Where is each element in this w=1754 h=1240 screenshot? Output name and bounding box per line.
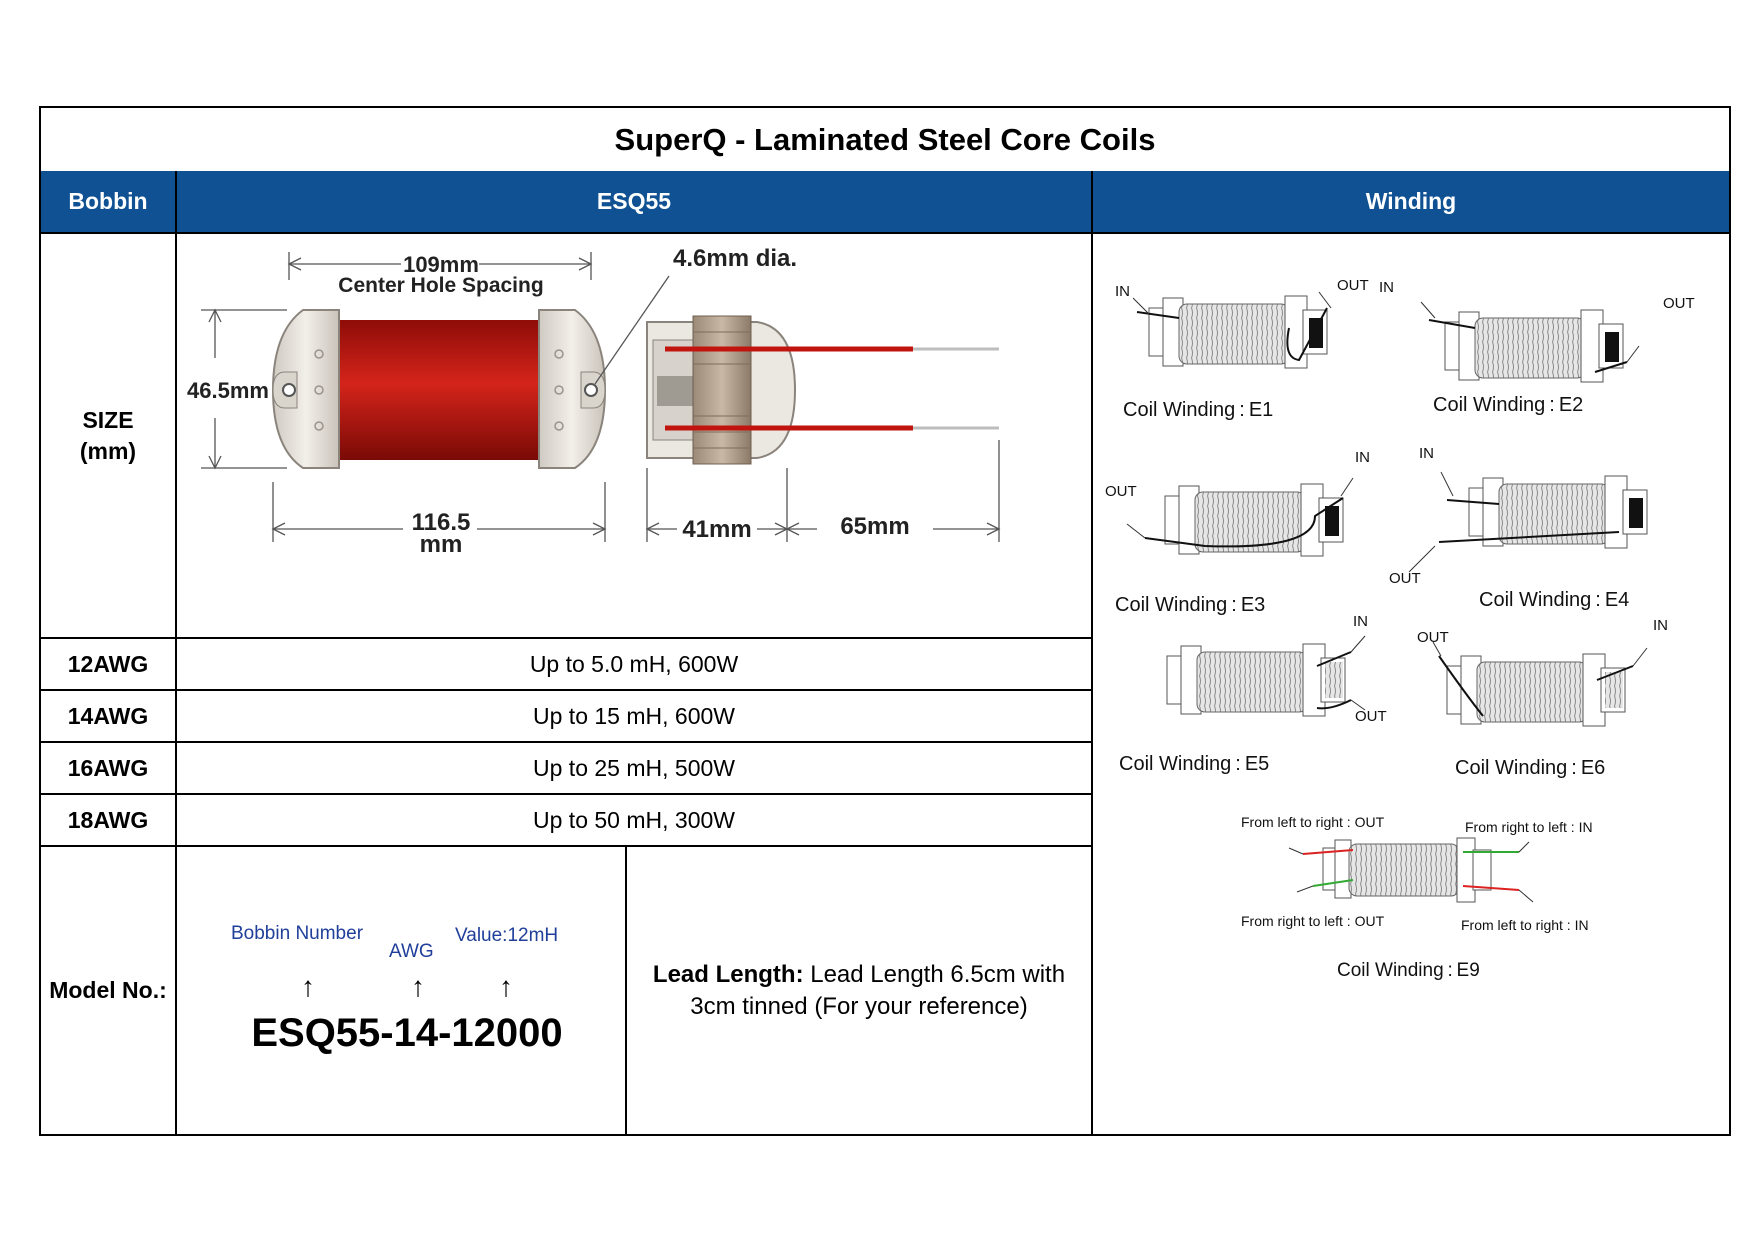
dim-lead: 65mm: [840, 513, 909, 540]
header-model: ESQ55: [177, 171, 1091, 234]
arrow-up-icon: ↑: [301, 971, 315, 1002]
header-winding: Winding: [1093, 171, 1729, 234]
awg-spec: Up to 15 mH, 600W: [533, 702, 735, 729]
spec-sheet: SuperQ - Laminated Steel Core Coils Bobb…: [39, 106, 1731, 1136]
side-view-laminations: [692, 315, 752, 465]
awg-spec: Up to 5.0 mH, 600W: [529, 650, 739, 677]
grid-line: [41, 845, 1091, 847]
e3-in-label: IN: [1355, 449, 1370, 466]
model-label: Model No.:: [49, 977, 167, 1003]
arrow-up-icon: ↑: [411, 971, 425, 1002]
awg-label: 14AWG: [67, 702, 149, 729]
size-label: SIZE (mm): [41, 234, 175, 637]
winding-e9: [1288, 837, 1534, 903]
e9-caption: Coil Winding : E9: [1337, 960, 1480, 981]
e6-caption: Coil Winding : E6: [1455, 757, 1605, 779]
grid-line: [41, 793, 1091, 795]
lead-length-title: Lead Length:: [652, 960, 804, 988]
lead-length-text1: Lead Length 6.5cm with: [803, 960, 1066, 988]
dim-hole: 4.6mm dia.: [673, 245, 797, 272]
grid-line: [41, 741, 1091, 743]
arrow-up-icon: ↑: [499, 971, 513, 1002]
awg-caption-label: AWG: [389, 941, 434, 962]
bobbin-number-label: Bobbin Number: [231, 923, 364, 944]
e9-bottom-left-label: From right to left : OUT: [1241, 913, 1385, 929]
value-label: Value:12mH: [455, 925, 559, 946]
e1-out-label: OUT: [1337, 277, 1369, 294]
lead-length-cell: Lead Length: Lead Length 6.5cm with 3cm …: [627, 847, 1091, 1134]
winding-diagrams: IN OUT Coil Winding : E1 IN OUT Coil Win…: [1105, 277, 1695, 981]
grid-line: [41, 689, 1091, 691]
grid-line: [1091, 171, 1093, 1134]
size-label-line2: (mm): [79, 437, 137, 464]
e4-caption: Coil Winding : E4: [1479, 589, 1629, 611]
lead-length-text2: 3cm tinned (For your reference): [690, 992, 1028, 1020]
e1-caption: Coil Winding : E1: [1123, 399, 1273, 421]
awg-spec: Up to 50 mH, 300W: [533, 806, 735, 833]
winding-e6: [1432, 641, 1648, 727]
grid-line: [625, 845, 627, 1134]
model-breakdown: Bobbin Number AWG Value:12mH ↑ ↑ ↑ ESQ55…: [177, 847, 625, 1134]
awg-label: 16AWG: [67, 754, 149, 781]
right-mount-hole: [584, 383, 598, 397]
dim-height: 46.5mm: [187, 378, 269, 403]
e6-out-label: OUT: [1417, 629, 1449, 646]
coil-winding: [327, 320, 551, 460]
winding-e2: [1420, 301, 1640, 383]
e3-out-label: OUT: [1105, 483, 1137, 500]
grid-line: [41, 637, 1091, 639]
dim-core: 41mm: [682, 516, 751, 543]
dim-spacing-value: 109mm: [403, 252, 479, 277]
size-label-line1: SIZE: [82, 406, 134, 433]
e4-out-label: OUT: [1389, 570, 1421, 587]
awg-label: 18AWG: [67, 806, 149, 833]
e5-in-label: IN: [1353, 613, 1368, 630]
e9-top-left-label: From left to right : OUT: [1241, 814, 1385, 830]
e4-in-label: IN: [1419, 445, 1434, 462]
e2-in-label: IN: [1379, 279, 1394, 296]
left-mount-hole: [282, 383, 296, 397]
grid-line: [175, 171, 177, 1134]
e6-in-label: IN: [1653, 617, 1668, 634]
awg-spec: Up to 25 mH, 500W: [533, 754, 735, 781]
e1-in-label: IN: [1115, 283, 1130, 300]
awg-label: 12AWG: [67, 650, 149, 677]
dim-length-line2: mm: [420, 531, 463, 558]
sheet-title: SuperQ - Laminated Steel Core Coils: [41, 108, 1729, 173]
dim-length-line1: 116.5: [412, 509, 471, 536]
dim-spacing-caption: Center Hole Spacing: [338, 274, 543, 297]
winding-e3: [1126, 477, 1354, 557]
coil-dimension-drawing: 109mm Center Hole Spacing 4.6mm dia. 46.…: [187, 245, 1001, 558]
e5-caption: Coil Winding : E5: [1119, 753, 1269, 775]
e2-caption: Coil Winding : E2: [1433, 394, 1583, 416]
e3-caption: Coil Winding : E3: [1115, 594, 1265, 616]
winding-e4: [1408, 471, 1648, 573]
e9-bottom-right-label: From left to right : IN: [1461, 917, 1589, 933]
e5-out-label: OUT: [1355, 708, 1387, 725]
winding-e1: [1132, 291, 1332, 369]
winding-e5: [1166, 635, 1366, 717]
model-code: ESQ55-14-12000: [251, 1011, 563, 1055]
e2-out-label: OUT: [1663, 295, 1695, 312]
e9-top-right-label: From right to left : IN: [1465, 819, 1593, 835]
header-bobbin: Bobbin: [41, 171, 175, 234]
